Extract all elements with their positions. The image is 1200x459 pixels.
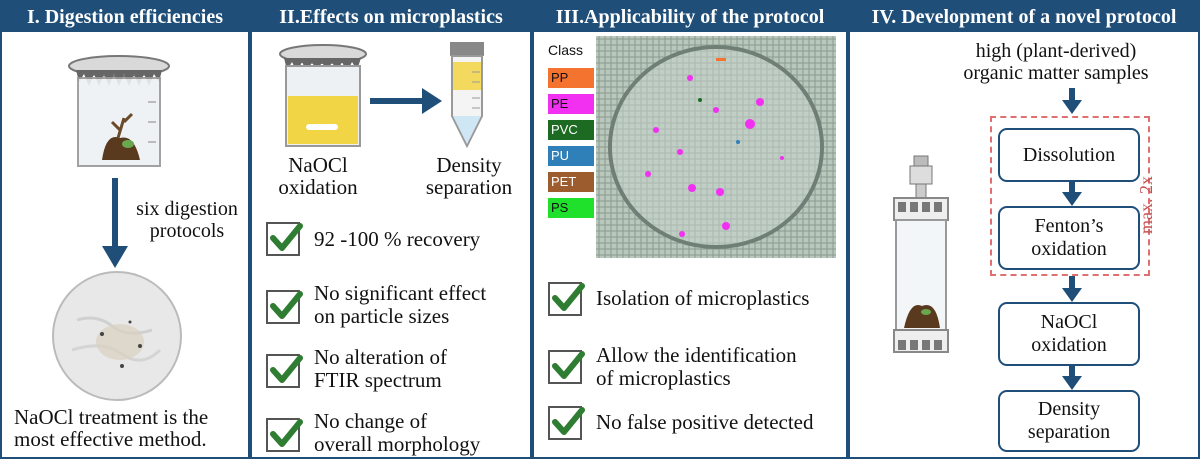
down-arrow-icon: [1062, 276, 1082, 302]
down-arrow-icon: [1062, 88, 1082, 114]
check-item: No alteration of FTIR spectrum: [266, 346, 447, 392]
down-arrow-icon: [1062, 182, 1082, 206]
column-reactor-illustration: [893, 155, 949, 353]
check-text-line-1: No alteration of: [314, 345, 447, 369]
check-text-line-1: Isolation of microplastics: [596, 286, 810, 310]
intro-line-2: organic matter samples: [963, 62, 1149, 84]
check-item: No significant effect on particle sizes: [266, 282, 486, 328]
check-item: No false positive detected: [548, 406, 814, 440]
checkmark-icon: [266, 290, 303, 324]
step-line-1: NaOCl: [1040, 311, 1098, 333]
step-line-2: separation: [1027, 421, 1111, 443]
right-arrow-icon: [370, 88, 442, 114]
check-item: Isolation of microplastics: [548, 282, 809, 316]
panel-2-title: II.Effects on microplastics: [252, 2, 530, 32]
check-item: No change of overall morphology: [266, 410, 480, 456]
check-item: Allow the identification of microplastic…: [548, 344, 797, 390]
panel-digestion-efficiencies: I. Digestion efficiencies six digestion …: [0, 0, 250, 459]
step-line-2: oxidation: [1031, 238, 1107, 260]
intro-line-1: high (plant-derived): [975, 40, 1137, 62]
classified-filter-image: [596, 36, 836, 258]
panel-applicability-of-protocol: III.Applicability of the protocol Class …: [532, 0, 848, 459]
checkmark-icon: [548, 406, 585, 440]
checkmark-icon: [266, 354, 303, 388]
down-arrow-icon: [1062, 366, 1082, 390]
step-line-1: Fenton’s: [1034, 215, 1104, 237]
check-text-line-2: FTIR spectrum: [314, 368, 442, 392]
naocl-beaker-illustration: [279, 44, 367, 147]
down-arrow-icon: [102, 178, 128, 268]
step-dissolution: Dissolution: [998, 128, 1140, 182]
step-naocl-oxidation: NaOCl oxidation: [998, 302, 1140, 366]
step-fentons-oxidation: Fenton’s oxidation: [998, 206, 1140, 270]
legend-swatch-pe: PE: [548, 94, 594, 114]
filter-disc-illustration: [52, 271, 182, 401]
repeat-loop-box: [990, 116, 1150, 276]
step-density-separation: Density separation: [998, 390, 1140, 452]
intro-text: high (plant-derived) organic matter samp…: [936, 40, 1176, 84]
check-text-line-2: overall morphology: [314, 432, 481, 456]
panel-3-title: III.Applicability of the protocol: [534, 2, 846, 32]
check-text-line-2: on particle sizes: [314, 304, 450, 328]
check-text-line-1: No change of: [314, 409, 428, 433]
step-line-1: Density: [1037, 398, 1101, 420]
class-legend: Class PP PE PVC PU PET PS: [534, 36, 604, 236]
step-naocl-oxidation: NaOCl oxidation: [258, 154, 378, 198]
arrow-label: six digestion protocols: [124, 198, 248, 242]
check-text-line-1: 92 -100 % recovery: [314, 227, 481, 251]
panel-4-title: IV. Development of a novel protocol: [850, 2, 1198, 32]
checkmark-icon: [266, 222, 303, 256]
step2-line-2: separation: [425, 175, 513, 199]
check-item: 92 -100 % recovery: [266, 222, 480, 256]
check-text-line-1: Allow the identification: [596, 343, 797, 367]
checkmark-icon: [548, 282, 585, 316]
legend-swatch-pet: PET: [548, 172, 594, 192]
panel-development-of-novel-protocol: IV. Development of a novel protocol high…: [848, 0, 1200, 459]
step-line-2: oxidation: [1031, 334, 1107, 356]
arrow-label-line-2: protocols: [149, 220, 225, 242]
step2-line-1: Density: [436, 153, 502, 177]
panel-1-conclusion: NaOCl treatment is the most effective me…: [14, 406, 208, 450]
conclusion-line-2: most effective method.: [14, 427, 207, 451]
checkmark-icon: [266, 418, 303, 452]
step1-line-1: NaOCl: [288, 153, 348, 177]
legend-swatch-pvc: PVC: [548, 120, 594, 140]
step-line-1: Dissolution: [1022, 143, 1116, 166]
check-text-line-2: of microplastics: [596, 366, 731, 390]
arrow-label-line-1: six digestion: [136, 198, 238, 220]
centrifuge-tube-illustration: [450, 42, 484, 148]
legend-swatch-ps: PS: [548, 198, 594, 218]
panel-effects-on-microplastics: II.Effects on microplastics NaOCl oxidat…: [250, 0, 532, 459]
panel-1-title: I. Digestion efficiencies: [2, 2, 248, 32]
check-text-line-1: No false positive detected: [596, 410, 814, 434]
legend-swatch-pp: PP: [548, 68, 594, 88]
step-density-separation: Density separation: [410, 154, 528, 198]
step1-line-2: oxidation: [278, 175, 358, 199]
legend-swatch-pu: PU: [548, 146, 594, 166]
conclusion-line-1: NaOCl treatment is the: [14, 405, 209, 429]
checkmark-icon: [548, 350, 585, 384]
check-text-line-1: No significant effect: [314, 281, 487, 305]
beaker-with-sample-illustration: [68, 55, 170, 167]
legend-title: Class: [548, 42, 584, 58]
